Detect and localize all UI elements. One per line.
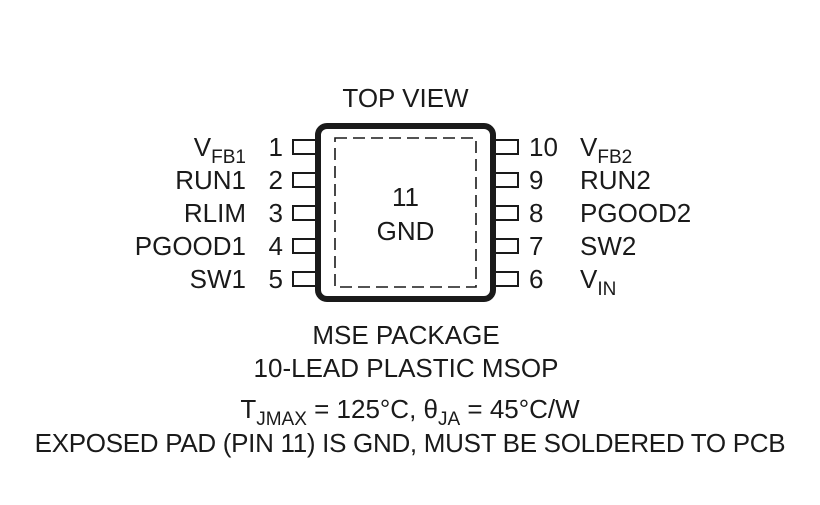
pin-lead-4 (292, 238, 317, 254)
pin-lead-5 (292, 271, 317, 287)
pin-lead-1 (292, 139, 317, 155)
pin-lead-6 (494, 271, 519, 287)
right-pin-number-7: 7 (529, 231, 544, 261)
right-pin-number-10: 10 (529, 132, 558, 162)
pin-lead-7 (494, 238, 519, 254)
right-pin-name-9: RUN2 (580, 165, 651, 195)
pin-lead-9 (494, 172, 519, 188)
right-pin-name-6: VIN (580, 264, 617, 300)
exposed-pad-outline (334, 137, 477, 288)
right-pin-number-6: 6 (529, 264, 544, 294)
top-view-title: TOP VIEW (342, 83, 469, 113)
right-pin-name-10: VFB2 (580, 132, 633, 168)
right-pin-number-8: 8 (529, 198, 544, 228)
left-pin-leads (292, 139, 317, 287)
left-pin-name-2: RUN1 (175, 165, 246, 195)
right-pin-name-7: SW2 (580, 231, 637, 261)
exposed-pad-number: 11 (392, 182, 419, 212)
pin-lead-10 (494, 139, 519, 155)
left-pin-name-5: SW1 (189, 264, 246, 294)
package-body (315, 123, 496, 302)
package-name: MSE PACKAGE (312, 320, 500, 350)
left-pin-number-1: 1 (268, 132, 283, 162)
pin-lead-8 (494, 205, 519, 221)
left-pin-name-3: RLIM (183, 198, 246, 228)
thermal-spec: TJMAX = 125°C, θJA = 45°C/W (240, 394, 580, 430)
left-pin-number-2: 2 (268, 165, 283, 195)
left-pin-name-4: PGOOD1 (134, 231, 246, 261)
pin-lead-2 (292, 172, 317, 188)
left-pin-number-4: 4 (268, 231, 283, 261)
right-pin-number-9: 9 (529, 165, 544, 195)
pin-lead-3 (292, 205, 317, 221)
left-pin-number-5: 5 (268, 264, 283, 294)
left-pin-number-3: 3 (268, 198, 283, 228)
exposed-pad-name: GND (376, 216, 435, 246)
package-description: 10-LEAD PLASTIC MSOP (253, 353, 559, 383)
right-pin-leads (494, 139, 519, 287)
exposed-pad-note: EXPOSED PAD (PIN 11) IS GND, MUST BE SOL… (34, 428, 786, 458)
left-pin-name-1: VFB1 (193, 132, 246, 168)
right-pin-name-8: PGOOD2 (580, 198, 692, 228)
